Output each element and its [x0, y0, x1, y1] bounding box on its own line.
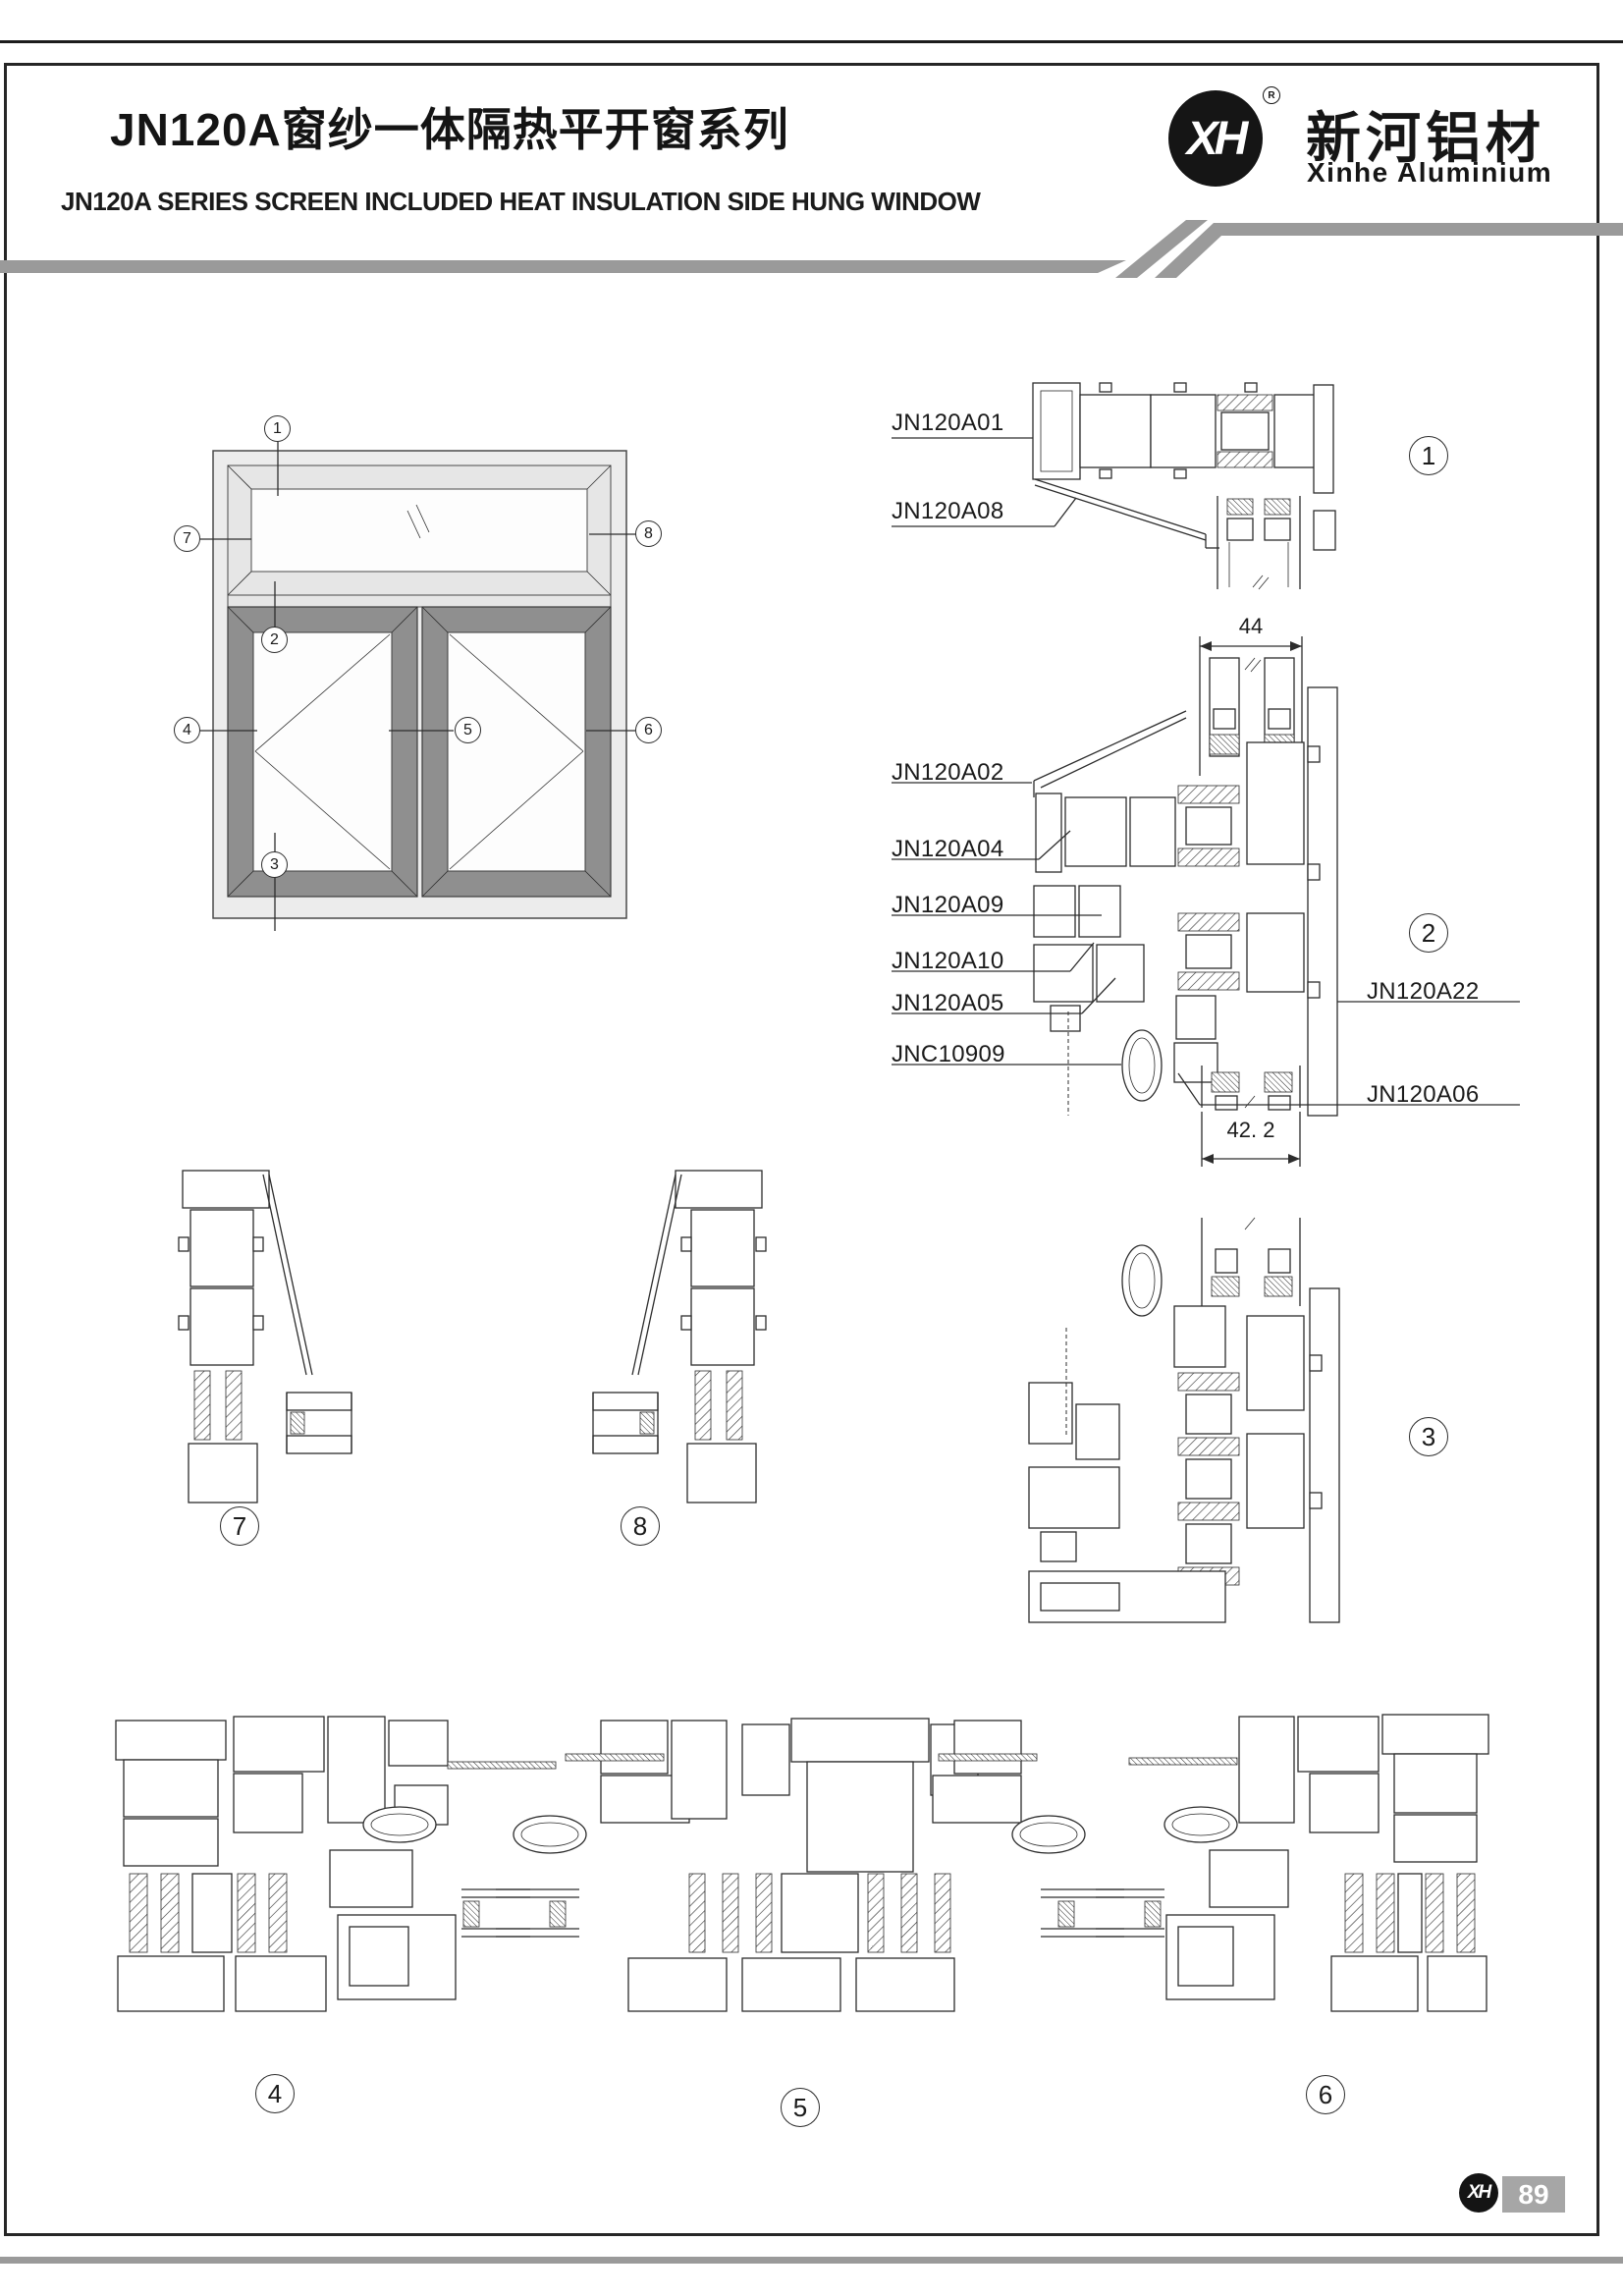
dimension-44: 44 — [1238, 614, 1264, 638]
callout-4: 4 — [174, 717, 200, 743]
dimension-42-2: 42. 2 — [1226, 1118, 1275, 1142]
part-label-jn120a01: JN120A01 — [892, 410, 1004, 436]
section-detail-7 — [178, 1170, 352, 1503]
section-number-1: 1 — [1409, 436, 1448, 475]
brand-logo-icon: XH — [1168, 90, 1263, 187]
part-label-jn120a22: JN120A22 — [1367, 978, 1480, 1005]
callout-5: 5 — [455, 717, 481, 743]
brand-name-cn: 新河铝材 — [1306, 107, 1545, 169]
callout-7: 7 — [174, 525, 200, 552]
callout-6: 6 — [635, 717, 662, 743]
section-detail-6 — [1096, 1714, 1489, 2012]
section-number-6: 6 — [1306, 2075, 1345, 2114]
footer-bar — [0, 2257, 1623, 2264]
brand-name-en: Xinhe Aluminium — [1307, 157, 1553, 188]
footer-logo-icon: XH — [1459, 2173, 1498, 2213]
part-label-jn120a10: JN120A10 — [892, 948, 1004, 974]
page-border — [4, 63, 1599, 2236]
section-detail-4 — [115, 1716, 557, 2012]
section-detail-2 — [892, 636, 1520, 1167]
page-number-badge: 89 — [1502, 2176, 1565, 2213]
part-label-jn120a08: JN120A08 — [892, 498, 1004, 524]
part-label-jn120a04: JN120A04 — [892, 836, 1004, 862]
page-subtitle: JN120A SERIES SCREEN INCLUDED HEAT INSUL… — [61, 187, 981, 216]
diagonal-stripe-decor — [0, 220, 1623, 278]
section-detail-3 — [1028, 1217, 1340, 1623]
part-label-jn120a06: JN120A06 — [1367, 1081, 1480, 1108]
section-number-5: 5 — [781, 2088, 820, 2127]
section-detail-5 — [496, 1718, 1124, 2012]
part-label-jn120a09: JN120A09 — [892, 892, 1004, 918]
part-label-jnc10909: JNC10909 — [892, 1041, 1005, 1067]
window-elevation — [200, 442, 636, 931]
callout-2: 2 — [261, 627, 288, 653]
section-number-8: 8 — [621, 1506, 660, 1546]
part-label-jn120a05: JN120A05 — [892, 990, 1004, 1016]
page-title: JN120A窗纱一体隔热平开窗系列 — [110, 104, 789, 155]
section-number-2: 2 — [1409, 913, 1448, 953]
section-number-4: 4 — [255, 2074, 295, 2113]
callout-8: 8 — [635, 520, 662, 547]
section-detail-1 — [892, 382, 1336, 590]
section-detail-8 — [592, 1170, 767, 1503]
callout-3: 3 — [261, 851, 288, 878]
section-number-7: 7 — [220, 1506, 259, 1546]
registered-trademark-icon: R — [1263, 86, 1280, 104]
section-number-3: 3 — [1409, 1417, 1448, 1456]
part-label-jn120a02: JN120A02 — [892, 759, 1004, 786]
top-rule — [0, 40, 1623, 43]
callout-1: 1 — [264, 415, 291, 442]
